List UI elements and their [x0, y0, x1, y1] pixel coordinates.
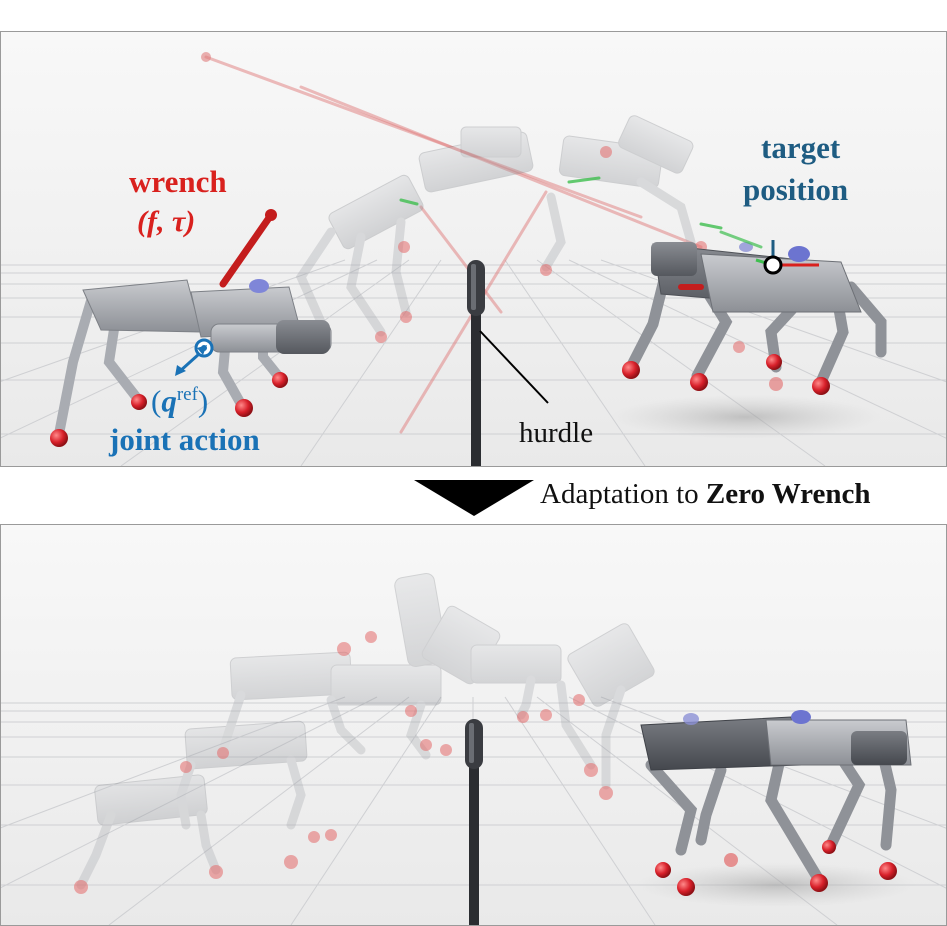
joint-action-marker	[175, 338, 214, 376]
caption-text: Adaptation to Zero Wrench	[540, 478, 871, 511]
ghost-contact-markers	[399, 176, 723, 230]
joint-action-label: joint action	[109, 422, 260, 457]
caption-emphasis: Zero Wrench	[705, 478, 871, 510]
joint-symbol-open: (	[151, 383, 162, 419]
joint-symbol-close: )	[197, 383, 209, 419]
robot-shadow	[611, 395, 881, 439]
hurdle-label: hurdle	[519, 417, 594, 449]
joint-symbol-q: q	[161, 383, 177, 419]
robot-shadow-bottom	[636, 863, 916, 907]
final-robot	[640, 710, 912, 896]
wrench-trail-tip	[201, 52, 211, 62]
down-triangle-icon	[414, 480, 534, 516]
wrench-symbol: (f, τ)	[137, 205, 196, 238]
ghost-robots	[295, 115, 696, 337]
hurdle-bottom	[465, 719, 483, 925]
wrench-label: wrench	[129, 164, 227, 199]
start-robot	[50, 209, 332, 447]
ghost-robots-bottom	[76, 572, 655, 890]
bottom-scene	[1, 572, 946, 925]
hurdle	[467, 260, 549, 466]
target-robot	[622, 230, 887, 395]
joint-symbol: (qref)	[151, 385, 208, 418]
top-simulation-panel: wrench (f, τ) target position (qref) joi…	[0, 31, 947, 467]
ghost-feet-bottom	[74, 631, 613, 894]
target-label-line1: target	[761, 130, 841, 165]
hurdle-leader-line	[479, 330, 549, 404]
bottom-simulation-panel	[0, 524, 947, 926]
wrench-arrow-tip	[265, 209, 277, 221]
top-scene	[1, 52, 946, 466]
target-label-line2: position	[743, 172, 849, 207]
adaptation-caption: Adaptation to Zero Wrench	[414, 476, 944, 520]
caption-prefix: Adaptation to	[540, 478, 699, 510]
joint-symbol-sup: ref	[176, 384, 198, 405]
target-position-marker	[755, 240, 819, 275]
wrench-arrow	[219, 211, 275, 288]
